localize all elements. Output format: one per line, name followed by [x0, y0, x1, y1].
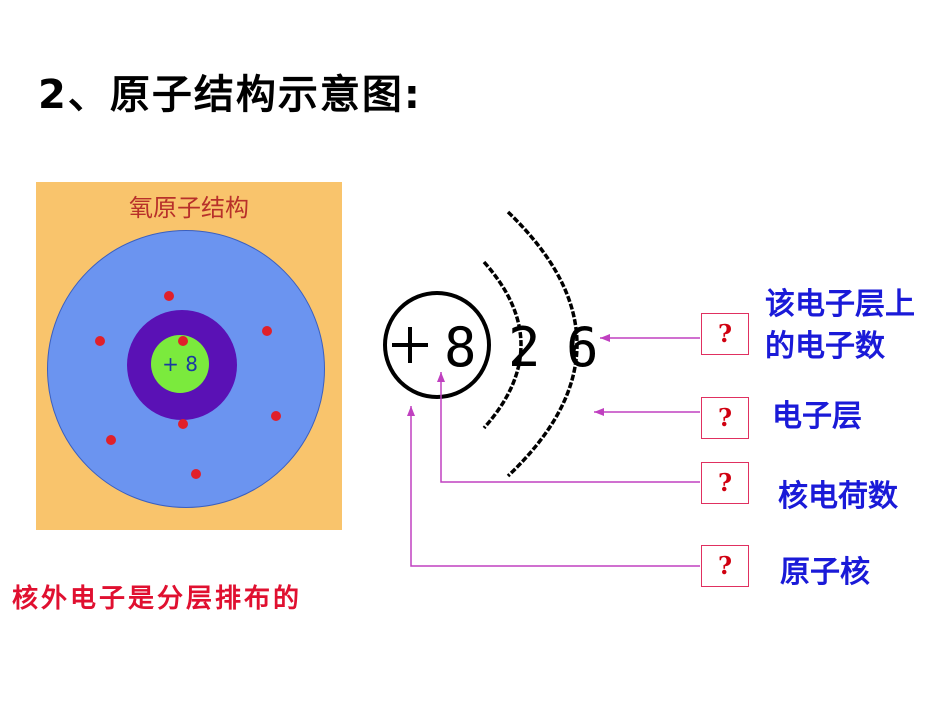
label-electron-count-line1: 该电子层上	[765, 287, 915, 322]
outer-shell-electron-count: 6	[566, 316, 599, 379]
inner-shell-electron-count: 2	[508, 316, 541, 379]
inner-electron	[178, 336, 188, 346]
question-box-electron-count: ?	[701, 313, 749, 355]
page-title: 2、原子结构示意图:	[38, 72, 422, 118]
arrowhead	[594, 408, 604, 416]
outer-shell-arc	[506, 210, 579, 478]
outer-electron	[164, 291, 174, 301]
outer-electron	[262, 326, 272, 336]
label-electron-count-line2: 的电子数	[765, 329, 885, 364]
pointer-nuclear-charge	[440, 372, 700, 483]
outer-electron	[191, 469, 201, 479]
outer-electron	[106, 435, 116, 445]
arrowhead	[407, 406, 415, 416]
arrowhead	[600, 334, 610, 342]
outer-electron	[95, 336, 105, 346]
oxygen-panel-title: 氧原子结构	[129, 194, 249, 222]
schematic-nucleus-circle	[383, 291, 491, 399]
layer-distribution-note: 核外电子是分层排布的	[12, 584, 303, 614]
question-box-nucleus: ?	[701, 545, 749, 587]
arrowhead	[437, 372, 445, 382]
pointer-nucleus	[410, 406, 700, 567]
outer-electron	[271, 411, 281, 421]
label-electron-shell: 电子层	[772, 399, 862, 434]
label-nucleus: 原子核	[780, 555, 870, 590]
question-box-nuclear-charge: ?	[701, 462, 749, 504]
oxygen-atom-panel: 氧原子结构 + 8	[36, 182, 342, 530]
outer-electron-shell	[47, 230, 325, 508]
inner-electron	[178, 419, 188, 429]
question-box-electron-shell: ?	[701, 397, 749, 439]
inner-shell-arc	[482, 260, 523, 430]
label-nuclear-charge: 核电荷数	[778, 479, 898, 514]
nuclear-charge-digit: 8	[444, 316, 477, 379]
